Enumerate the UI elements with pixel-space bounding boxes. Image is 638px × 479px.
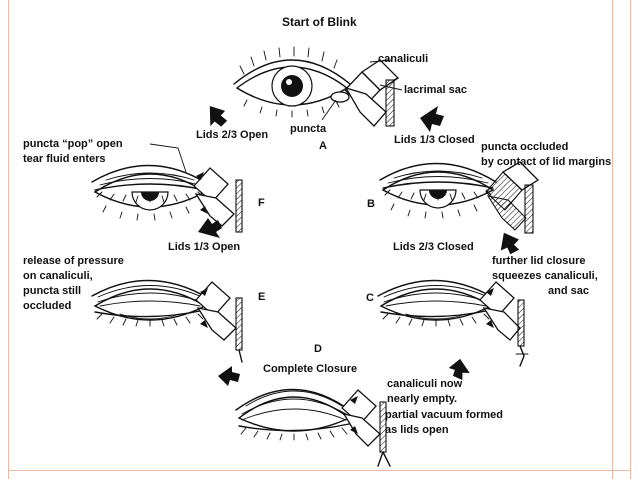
label-release-of-pressure: release of pressure	[23, 255, 124, 267]
stage-label-f: F	[258, 197, 265, 209]
label-lids-1-3-closed: Lids 1/3 Closed	[394, 134, 475, 146]
cycle-arrow-a-to-b	[420, 106, 444, 132]
label-partial-vacuum: partial vacuum formed	[385, 409, 503, 421]
stage-b-eye	[379, 162, 497, 219]
stage-e-eye	[91, 279, 209, 327]
label-tear-fluid-enters: tear fluid enters	[23, 153, 106, 165]
label-squeezes-canaliculi: squeezes canaliculi,	[492, 270, 598, 282]
label-lids-1-3-open: Lids 1/3 Open	[168, 241, 240, 253]
stage-a-lacrimal-duct	[321, 59, 403, 127]
label-canaliculi-now: canaliculi now	[387, 378, 463, 390]
cycle-arrow-b-to-c	[500, 232, 520, 255]
label-and-sac: and sac	[548, 285, 589, 297]
label-puncta-still: puncta still	[23, 285, 81, 297]
label-lids-2-3-open: Lids 2/3 Open	[196, 129, 268, 141]
stage-f-lacrimal-duct	[149, 143, 243, 233]
slide-border-right-outer	[630, 0, 631, 479]
label-canaliculi: canaliculi	[378, 53, 428, 65]
cycle-arrow-f-to-a	[209, 105, 228, 127]
label-occluded: occluded	[23, 300, 71, 312]
stage-d-eye	[235, 388, 353, 441]
label-nearly-empty: nearly empty.	[387, 393, 457, 405]
stage-f-eye	[91, 164, 209, 221]
label-complete-closure: Complete Closure	[263, 363, 357, 375]
label-as-lids-open: as lids open	[385, 424, 449, 436]
stage-b-lacrimal-duct	[485, 161, 540, 234]
stage-label-b: B	[367, 198, 375, 210]
stage-c-eye	[377, 279, 495, 327]
label-puncta-occluded-2: by contact of lid margins	[481, 156, 611, 168]
stage-label-d: D	[314, 343, 322, 355]
label-puncta: puncta	[290, 123, 327, 135]
stage-a-eye	[233, 46, 351, 118]
label-puncta-occluded: puncta occluded	[481, 141, 568, 153]
slide-border-right-inner	[612, 0, 613, 479]
label-further-lid-closure: further lid closure	[492, 255, 586, 267]
cycle-arrow-c-to-d	[448, 358, 470, 380]
label-on-canaliculi: on canaliculi,	[23, 270, 93, 282]
stage-label-e: E	[258, 291, 265, 303]
label-lacrimal-sac: lacrimal sac	[404, 84, 467, 96]
stage-label-a: A	[319, 140, 327, 152]
slide-border-bottom	[8, 470, 631, 471]
label-start-of-blink: Start of Blink	[282, 15, 357, 29]
stage-d-lacrimal-duct	[341, 389, 391, 467]
label-puncta-pop-open: puncta “pop” open	[23, 138, 123, 150]
stage-c-lacrimal-duct	[479, 281, 529, 367]
cycle-arrow-e-to-f	[198, 218, 222, 238]
stage-e-lacrimal-duct	[195, 281, 243, 363]
stage-label-c: C	[366, 292, 374, 304]
label-lids-2-3-closed: Lids 2/3 Closed	[393, 241, 474, 253]
slide-border-left	[8, 0, 9, 479]
cycle-arrow-d-to-e	[218, 366, 240, 386]
